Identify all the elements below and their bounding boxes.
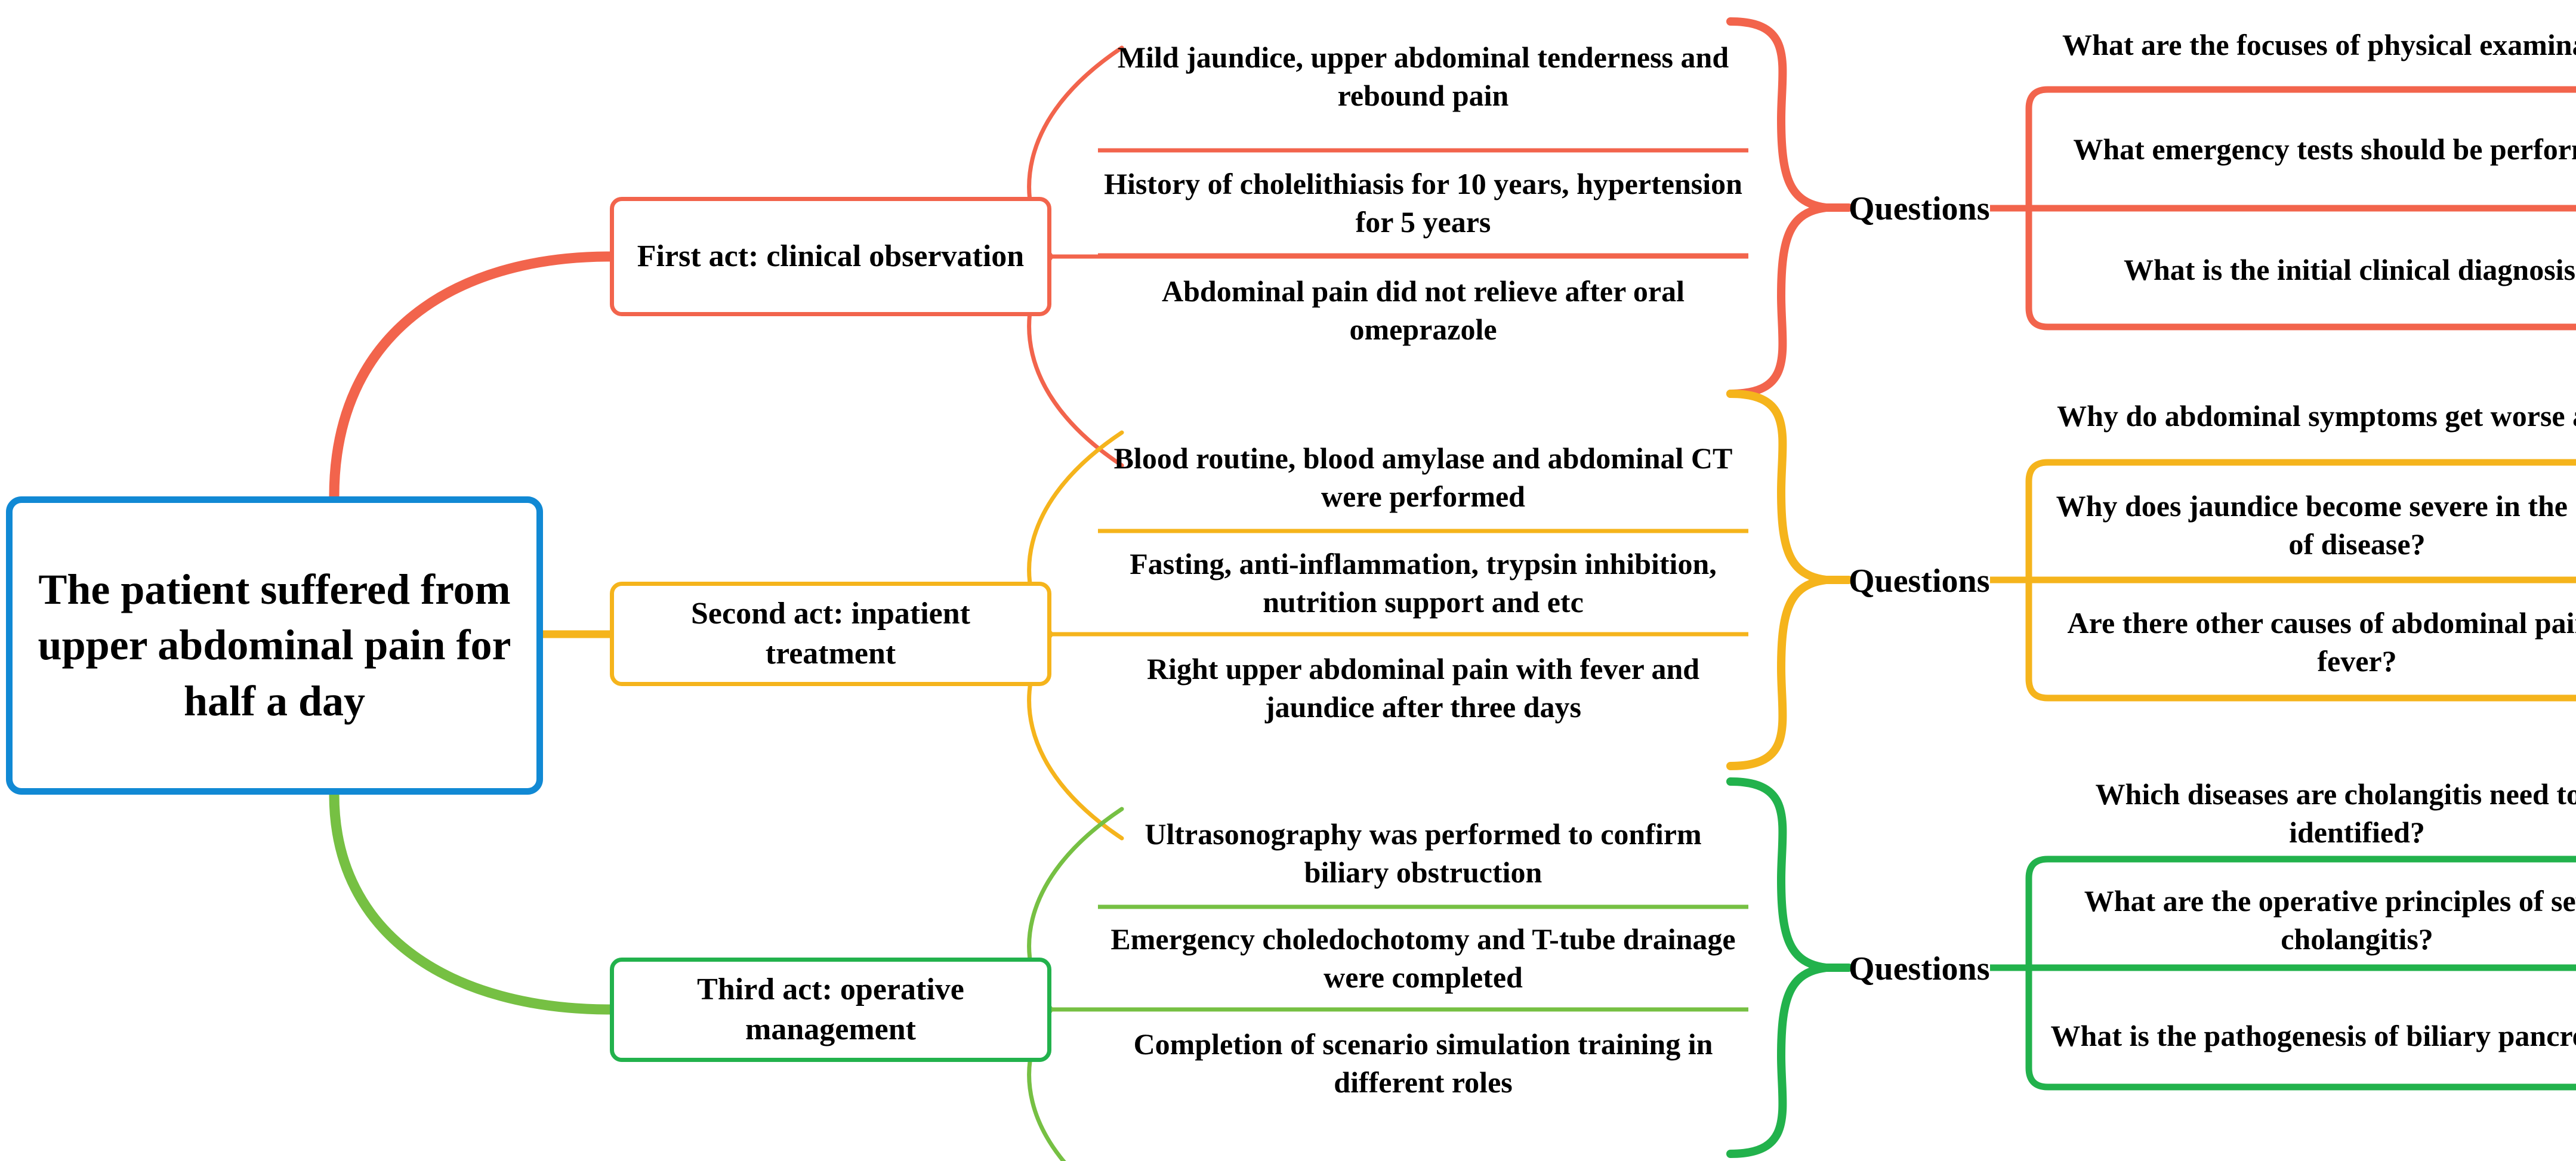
act-box-first[interactable]: First act: clinical observation (610, 197, 1051, 316)
question-item[interactable]: Why do abdominal symptoms get worse agai… (2057, 399, 2576, 433)
question-item[interactable]: What are the operative principles of sev… (2084, 884, 2576, 956)
act-box-third[interactable]: Third act: operative management (610, 958, 1051, 1062)
question-item[interactable]: What is the initial clinical diagnosis? (2123, 253, 2576, 286)
act-box-second-label: Second act: inpatient treatment (691, 596, 970, 671)
detail-item[interactable]: Abdominal pain did not relieve after ora… (1162, 274, 1685, 346)
question-item[interactable]: Are there other causes of abdominal pain… (2067, 606, 2576, 678)
root-to-act1-curve (329, 251, 615, 502)
questions-label-third: Questions (1849, 950, 1990, 987)
detail-item[interactable]: Fasting, anti-inflammation, trypsin inhi… (1130, 546, 1717, 619)
act-box-third-label: Third act: operative management (697, 972, 964, 1046)
act-box-second[interactable]: Second act: inpatient treatment (610, 582, 1051, 686)
root-node[interactable]: The patient suffered from upper abdomina… (6, 496, 543, 795)
question-item[interactable]: What is the pathogenesis of biliary panc… (2050, 1019, 2576, 1052)
root-to-act3-curve (329, 789, 615, 1015)
detail-item[interactable]: Ultrasonography was performed to confirm… (1144, 817, 1702, 889)
detail-item[interactable]: History of cholelithiasis for 10 years, … (1104, 167, 1742, 239)
detail-item[interactable]: Mild jaundice, upper abdominal tendernes… (1117, 41, 1729, 112)
detail-item[interactable]: Blood routine, blood amylase and abdomin… (1113, 441, 1733, 513)
question-item[interactable]: What are the focuses of physical examina… (2062, 28, 2576, 61)
detail-item[interactable]: Completion of scenario simulation traini… (1133, 1027, 1713, 1099)
detail-item[interactable]: Emergency choledochotomy and T-tube drai… (1110, 922, 1736, 994)
question-item[interactable]: What emergency tests should be performed… (2073, 132, 2576, 166)
questions-label-first: Questions (1849, 190, 1990, 227)
detail-item[interactable]: Right upper abdominal pain with fever an… (1146, 652, 1700, 724)
act-box-first-label: First act: clinical observation (637, 239, 1025, 273)
questions-label-second: Questions (1849, 563, 1990, 600)
question-item[interactable]: Which diseases are cholangitis need to b… (2095, 777, 2576, 849)
question-item[interactable]: Why does jaundice become severe in the c… (2056, 489, 2576, 561)
root-node-label: The patient suffered from upper abdomina… (38, 565, 511, 725)
